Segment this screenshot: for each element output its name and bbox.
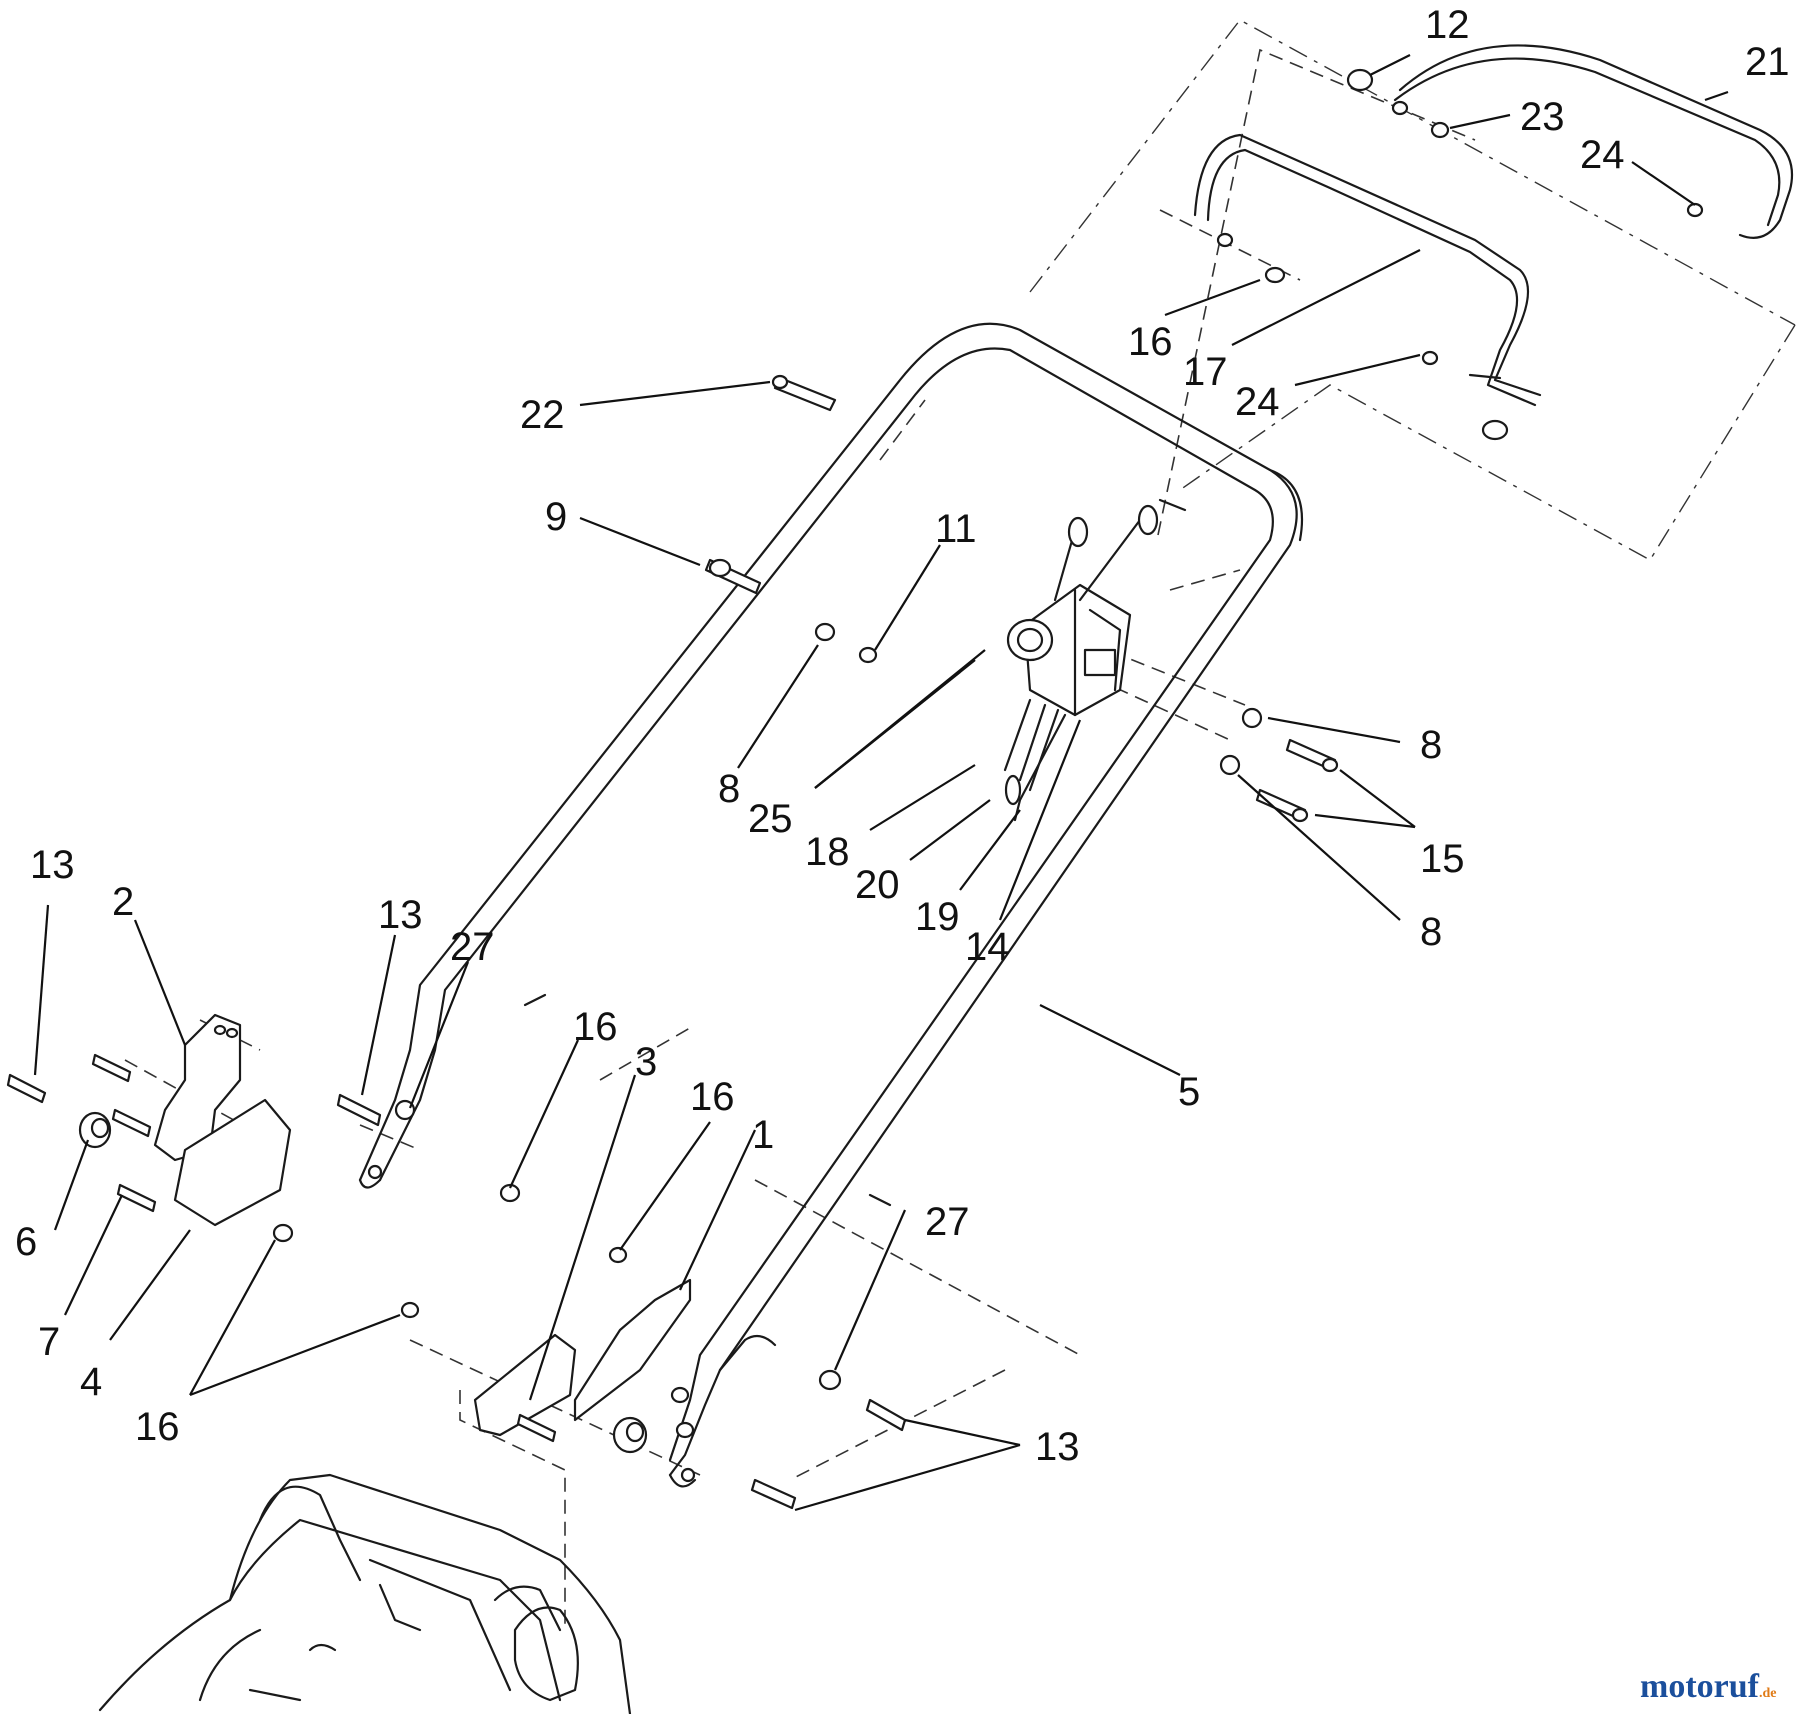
callout-21: 21 (1745, 40, 1790, 84)
callout-16-right: 16 (690, 1075, 735, 1119)
callout-4: 4 (80, 1360, 102, 1404)
callout-12: 12 (1425, 3, 1470, 47)
callout-7: 7 (38, 1320, 60, 1364)
callout-18: 18 (805, 830, 850, 874)
callout-16-mid: 16 (573, 1005, 618, 1049)
callout-16-bottom: 16 (135, 1405, 180, 1449)
left-bracket-assembly (6, 1013, 294, 1243)
callout-14: 14 (965, 925, 1010, 969)
callout-13-bottom: 13 (1035, 1425, 1080, 1469)
callout-1: 1 (752, 1113, 774, 1157)
callouts: 12 21 23 24 16 17 24 22 9 11 8 25 18 20 … (15, 3, 1790, 1469)
callout-20: 20 (855, 863, 900, 907)
callout-24-lower: 24 (1235, 380, 1280, 424)
callout-13-mid: 13 (378, 893, 423, 937)
callout-5: 5 (1178, 1070, 1200, 1114)
callout-17: 17 (1183, 350, 1228, 394)
bail-bar (1193, 44, 1794, 441)
watermark-logo: motoruf.de (1640, 1668, 1776, 1705)
callout-16-bail: 16 (1128, 320, 1173, 364)
svg-text:motoruf.de: motoruf.de (1640, 1668, 1776, 1705)
callout-6: 6 (15, 1220, 37, 1264)
callout-27-bottom: 27 (925, 1200, 970, 1244)
hardware (336, 374, 1339, 1510)
callout-8-right-lower: 8 (1420, 910, 1442, 954)
callout-3: 3 (635, 1040, 657, 1084)
callout-22: 22 (520, 393, 565, 437)
callout-23: 23 (1520, 95, 1565, 139)
callout-9: 9 (545, 495, 567, 539)
right-bracket-assembly (473, 1278, 695, 1454)
callout-8-left: 8 (718, 767, 740, 811)
callout-25: 25 (748, 797, 793, 841)
callout-11: 11 (935, 507, 977, 551)
watermark-main: motoruf (1640, 1668, 1760, 1705)
main-handle (358, 322, 1304, 1488)
callout-24-upper: 24 (1580, 133, 1625, 177)
watermark-suffix: .de (1759, 1686, 1777, 1701)
leader-lines (33, 54, 1729, 1512)
mower-deck (98, 1473, 632, 1714)
reference-lines (124, 19, 1796, 1630)
callout-13-far-left: 13 (30, 843, 75, 887)
control-module (1003, 504, 1159, 822)
callout-27-mid: 27 (450, 925, 495, 969)
callout-2: 2 (112, 880, 134, 924)
callout-8-right-upper: 8 (1420, 723, 1442, 767)
callout-19: 19 (915, 895, 960, 939)
callout-15: 15 (1420, 837, 1465, 881)
